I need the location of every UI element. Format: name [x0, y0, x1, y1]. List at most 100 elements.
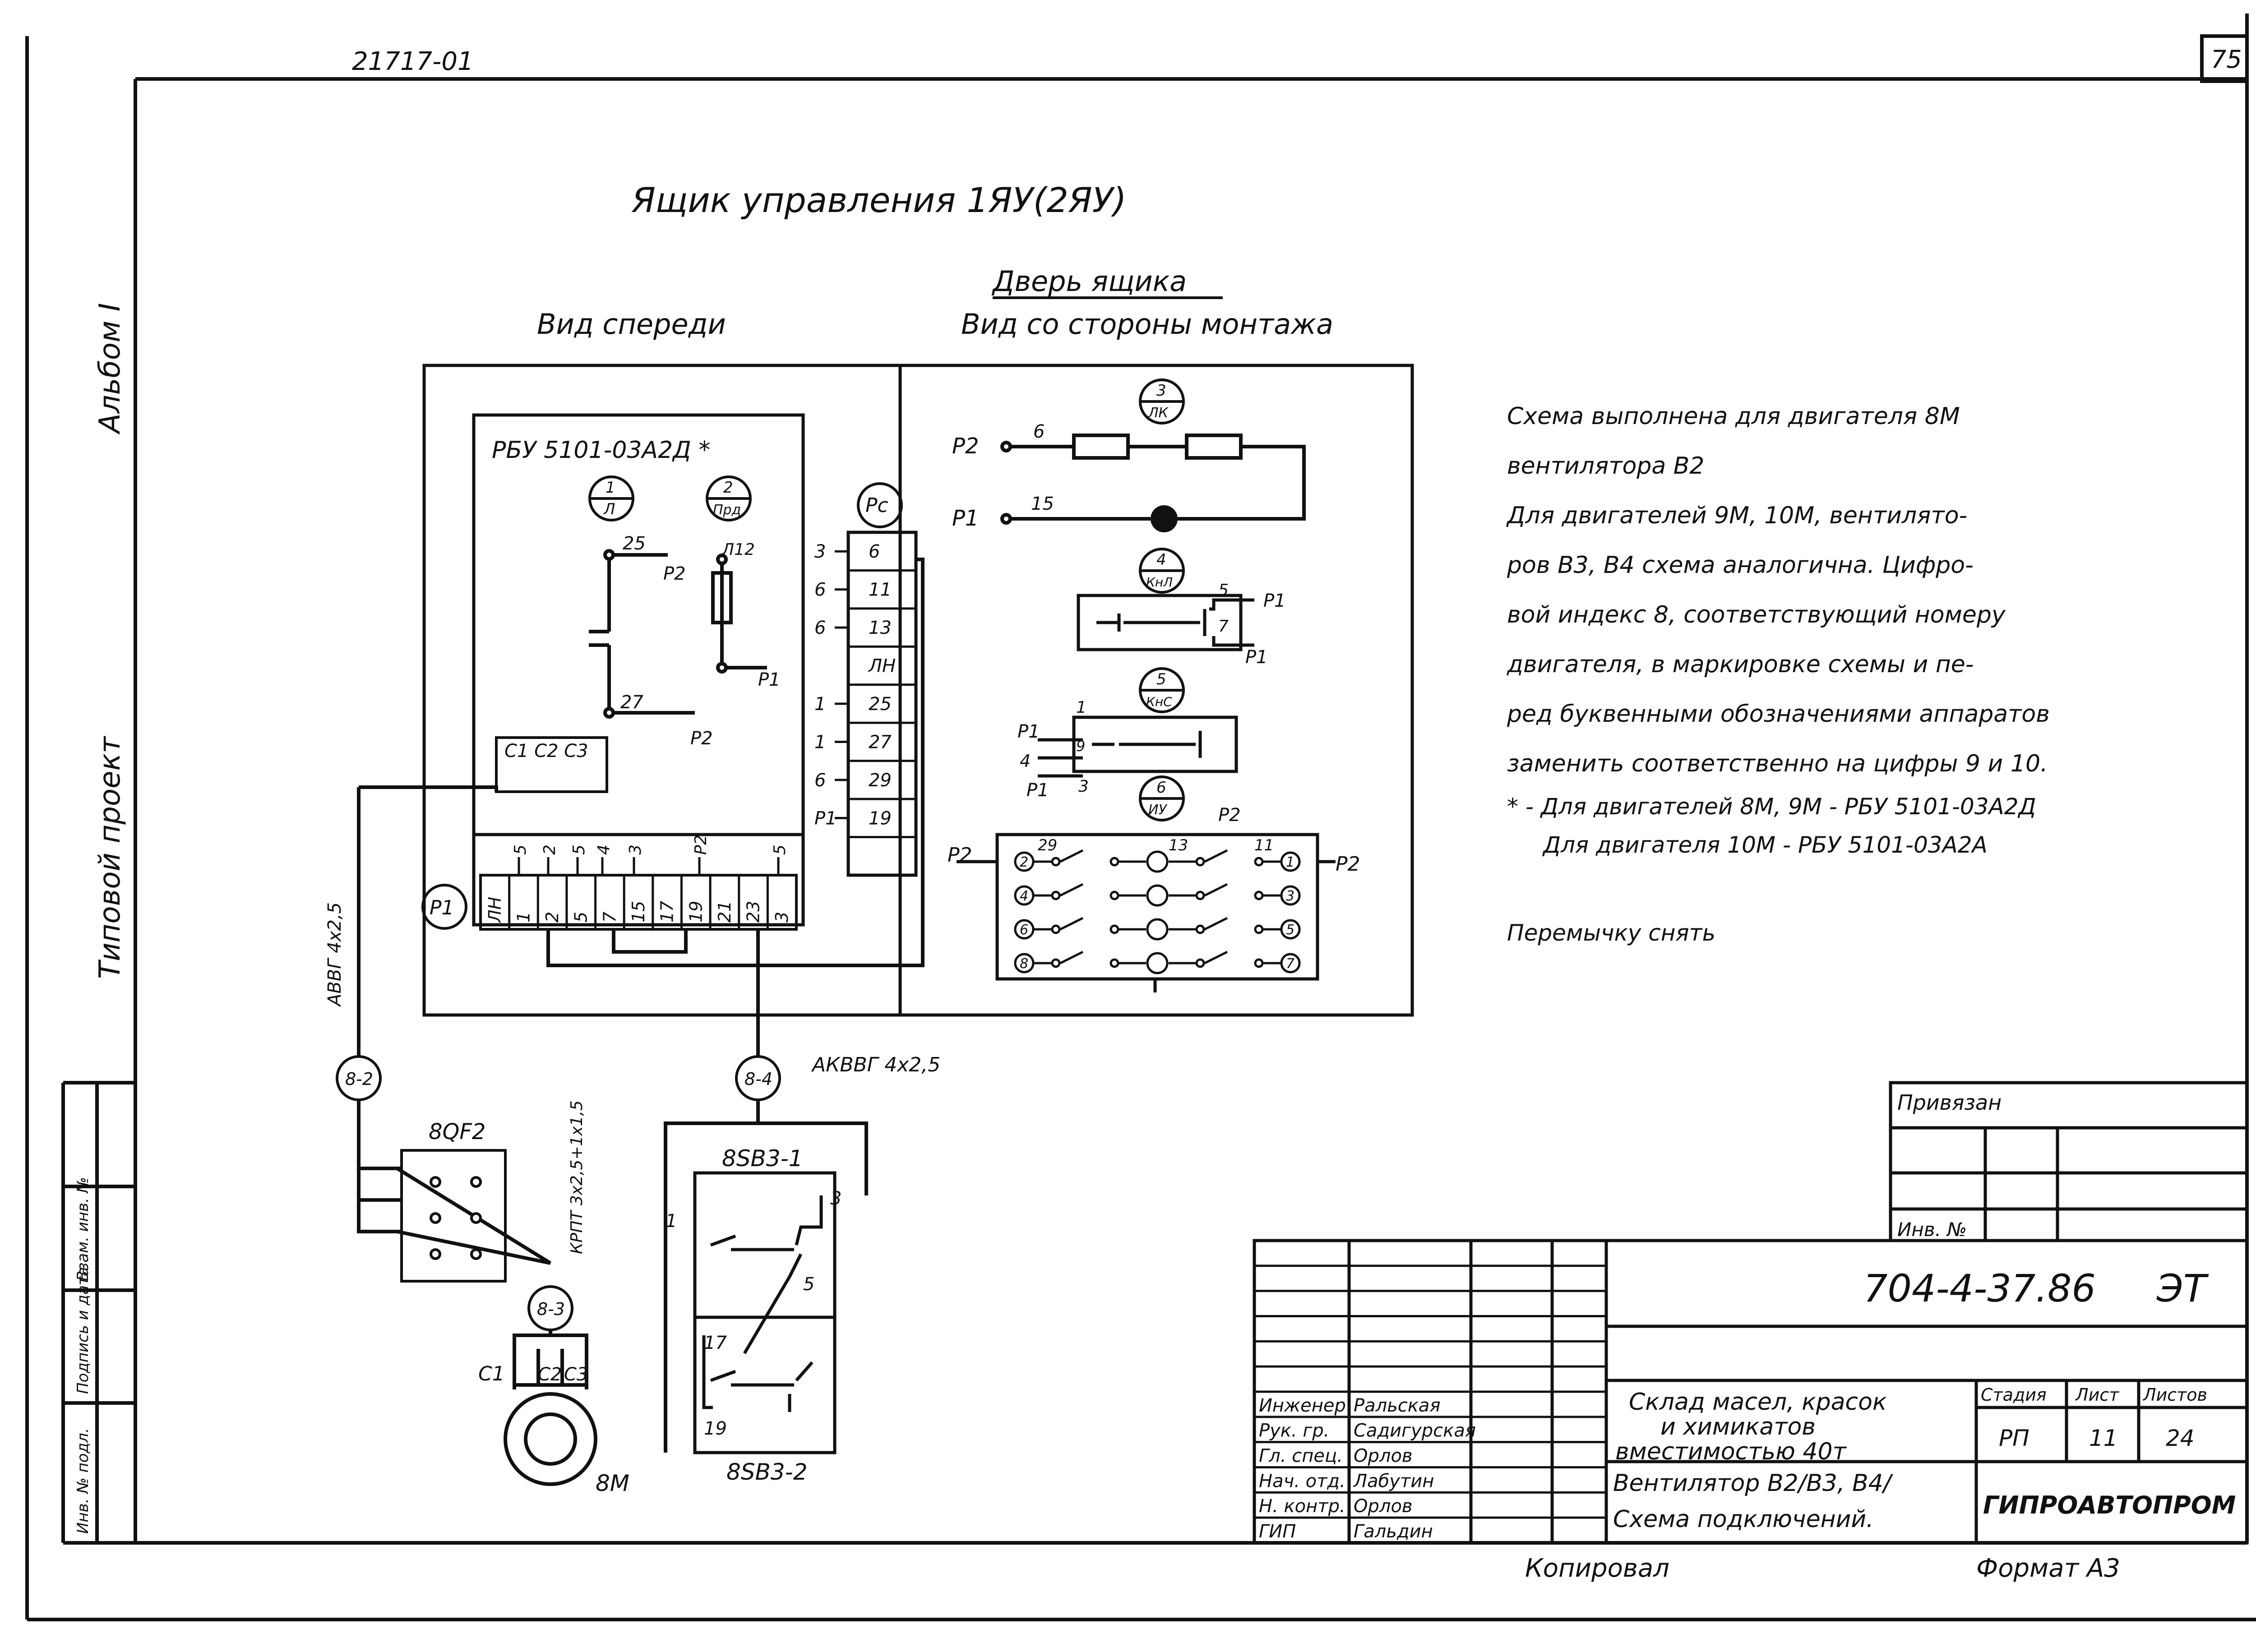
iu-29: 29 — [1038, 836, 1057, 854]
door-row-2-p: Р1 — [952, 506, 979, 531]
sb-num-5: 5 — [803, 1274, 814, 1295]
tb-object-2: и химикатов — [1660, 1413, 1816, 1440]
iu-row-right-0: 1 — [1286, 854, 1294, 870]
sb-num-3: 3 — [830, 1188, 841, 1209]
side-field-3: Взам. инв. № — [74, 1177, 92, 1281]
tb-name-1: Садигурская — [1354, 1421, 1476, 1441]
side-field-1: Инв. № подл. — [74, 1428, 92, 1534]
circle-pc — [857, 482, 903, 528]
tb-list: 11 — [2089, 1425, 2118, 1451]
note-jumper: Перемычку снять — [1507, 920, 1715, 946]
door-view-label: Вид со стороны монтажа — [961, 308, 1333, 341]
sb-top-label: 8SB3-1 — [722, 1145, 803, 1172]
circle-1-bottom: Л — [603, 500, 615, 518]
kns-p1b: Р1 — [1026, 780, 1049, 801]
bottom-top-label-4: 3 — [626, 844, 645, 855]
door-title: Дверь ящика — [991, 265, 1187, 298]
tb-sheet-title-1: Вентилятор В2/В3, В4/ — [1613, 1470, 1894, 1497]
front-view-label: Вид спереди — [537, 308, 726, 341]
lbl-25: 25 — [623, 533, 646, 554]
tb-privyazan: Привязан — [1897, 1090, 2002, 1115]
side-field-2: Подпись и дата — [74, 1267, 92, 1394]
door-row-1-n: 6 — [1033, 421, 1045, 442]
kns-9: 9 — [1076, 738, 1085, 755]
tb-lists: 24 — [2166, 1425, 2195, 1451]
bottom-top-label-3: 4 — [595, 844, 613, 855]
breaker-label: 8QF2 — [429, 1119, 485, 1144]
circle-pc-label: Pc — [865, 494, 888, 517]
notes-main: Схема выполнена для двигателя 8Мвентилят… — [1506, 403, 2050, 777]
terminal-c-label: С1 С2 С3 — [504, 741, 588, 761]
circle-3-bottom: ЛК — [1148, 405, 1169, 421]
iu-row-left-2: 6 — [1020, 922, 1028, 938]
bottom-top-label-5: Р2 — [692, 835, 710, 855]
tb-role-3: Нач. отд. — [1259, 1471, 1345, 1491]
door-row-1-p: Р2 — [952, 434, 979, 459]
breaker-box — [400, 1149, 507, 1283]
tb-sheet-title-2: Схема подключений. — [1613, 1506, 1874, 1533]
note-line-3: ров В3, В4 схема аналогична. Цифро- — [1507, 552, 1974, 579]
circle-1-top: 1 — [606, 479, 615, 497]
cable-1-label: АВВГ 4х2,5 — [324, 902, 345, 1007]
diagram-title: Ящик управления 1ЯУ(2ЯУ) — [631, 180, 1127, 220]
tb-object-1: Склад масел, красок — [1629, 1389, 1887, 1416]
bottom-terminal-2: 2 — [542, 912, 562, 923]
iu-row-left-0: 2 — [1020, 854, 1028, 870]
knl-p1a: Р1 — [1263, 591, 1286, 611]
tb-code: 704-4-37.86 — [1863, 1266, 2096, 1311]
iu-right-p2: Р2 — [1336, 853, 1360, 876]
circle-3-top: 3 — [1156, 382, 1166, 400]
lbl-p1a: Р1 — [758, 669, 781, 690]
bottom-terminal-8: 21 — [715, 901, 735, 923]
kns-p1a: Р1 — [1017, 721, 1040, 742]
tb-name-0: Ральская — [1354, 1395, 1441, 1416]
wiring — [357, 558, 925, 1453]
format-label: Формат А3 — [1976, 1554, 2120, 1583]
door-lamp-circuit — [1000, 434, 1306, 532]
bottom-terminal-0: ЛН — [485, 897, 505, 923]
iu-row-right-3: 7 — [1286, 956, 1294, 972]
note-asterisk-2: Для двигателя 10М - РБУ 5101-03А2А — [1542, 832, 1988, 858]
iu-switch — [957, 833, 1336, 992]
note-line-7: заменить соответственно на цифры 9 и 10. — [1507, 750, 2048, 777]
circle-5 — [1139, 667, 1185, 713]
right-terminal-2: 13 — [869, 618, 892, 638]
relay-block-label: РБУ 5101-03А2Д * — [492, 437, 710, 464]
circle-2-bottom: Прд — [713, 502, 741, 518]
side-project: Типовой проект — [93, 736, 127, 979]
circle-2-top: 2 — [723, 479, 733, 497]
iu-13: 13 — [1169, 836, 1188, 854]
sb-num-1: 1 — [666, 1211, 677, 1232]
bottom-terminal-1: 1 — [513, 912, 533, 923]
circle-2 — [706, 475, 752, 521]
tb-name-5: Гальдин — [1354, 1521, 1433, 1542]
bottom-terminal-10: 3 — [772, 912, 792, 923]
kn-l-button — [1077, 594, 1254, 651]
note-line-6: ред буквенными обозначениями аппаратов — [1507, 701, 2050, 728]
circle-p1-label: Р1 — [430, 896, 454, 919]
circle-4-top: 4 — [1156, 551, 1166, 569]
circle-4-bottom: КнЛ — [1146, 575, 1173, 590]
circle-5-bottom: КнС — [1146, 694, 1172, 709]
bottom-terminal-7: 19 — [686, 901, 706, 923]
tb-role-1: Рук. гр. — [1259, 1421, 1330, 1441]
circle-p1 — [421, 884, 467, 930]
circle-3 — [1139, 378, 1185, 425]
right-terminal-6: 29 — [869, 770, 892, 791]
lbl-p2a: Р2 — [663, 563, 686, 584]
frame — [25, 14, 2256, 1621]
right-terminal-0: 6 — [869, 541, 880, 562]
tb-role-0: Инженер — [1259, 1395, 1346, 1416]
sb-num-17: 17 — [704, 1333, 727, 1353]
button-station — [693, 1171, 837, 1454]
iu-left-p2: Р2 — [948, 844, 972, 867]
note-line-1: вентилятора В2 — [1507, 452, 1705, 480]
motor-phase-1: С1 — [478, 1362, 505, 1385]
tb-mark: ЭТ — [2156, 1266, 2209, 1311]
tb-role-5: ГИП — [1259, 1521, 1296, 1542]
cabinet-outline — [422, 364, 1414, 1017]
knl-5: 5 — [1218, 581, 1229, 600]
note-asterisk-1: * - Для двигателей 8М, 9М - РБУ 5101-03А… — [1507, 794, 2036, 820]
